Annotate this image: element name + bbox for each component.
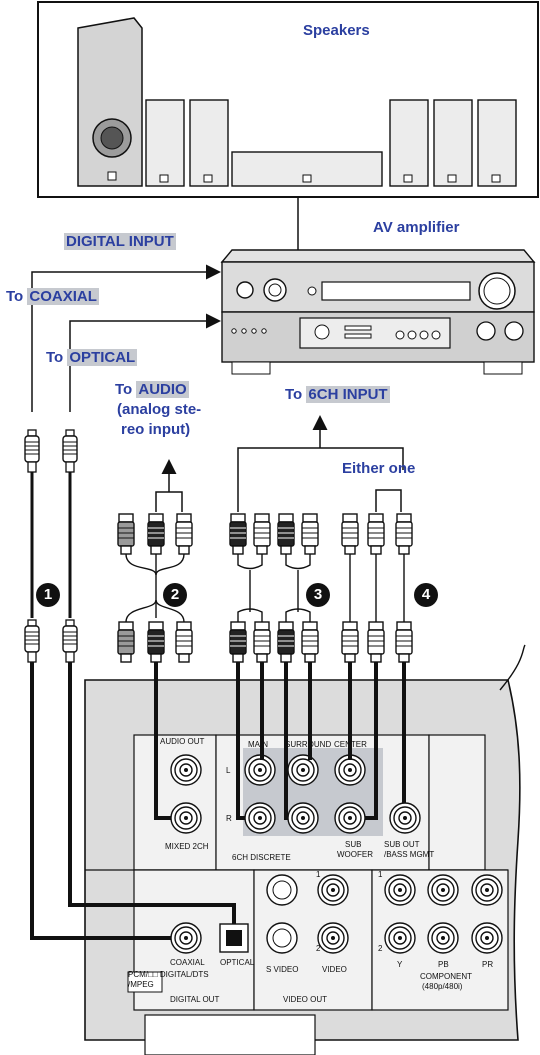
- cable-routes: [30, 662, 406, 940]
- component-label: COMPONENT: [420, 972, 472, 981]
- sixch-plug-top-1: [229, 513, 247, 555]
- optical-plug-top: [62, 429, 78, 473]
- video-out-label: VIDEO OUT: [283, 995, 328, 1004]
- speakers-label: Speakers: [303, 22, 370, 39]
- surround-speaker-2: [433, 99, 473, 187]
- component-2-label: 2: [378, 944, 383, 953]
- step-marker-1: 1: [36, 583, 60, 607]
- subwoofer-speaker: [77, 17, 143, 187]
- sub-plug-top-1: [341, 513, 359, 555]
- video-label: VIDEO: [322, 965, 347, 974]
- either-one-bracket: [375, 489, 402, 512]
- av-amplifier-label: AV amplifier: [373, 219, 460, 236]
- step-marker-3: 3: [306, 583, 330, 607]
- speakers-box: [37, 1, 539, 198]
- coaxial-jack-label: COAXIAL: [170, 958, 205, 967]
- either-one-label: Either one: [342, 460, 416, 477]
- sixch-plug-bottom-3: [277, 621, 295, 663]
- sub-plug-bottom-3: [395, 621, 413, 663]
- player-back-panel: [84, 644, 526, 1055]
- sixch-plug-bottom-2: [253, 621, 271, 663]
- sub-plug-top-3: [395, 513, 413, 555]
- step-marker-4: 4: [414, 583, 438, 607]
- analog-label-line2: reo input): [121, 421, 191, 438]
- l-label: L: [226, 766, 231, 775]
- sub-plug-bottom-2: [367, 621, 385, 663]
- audio-plug-bottom-2: [147, 621, 165, 663]
- av-amplifier-unit: [220, 249, 536, 375]
- to-audio-label: To AUDIO: [115, 381, 189, 398]
- pb-label: PB: [438, 960, 449, 969]
- sixch-plug-top-2: [253, 513, 271, 555]
- audio-plug-bottom-1: [117, 621, 135, 663]
- y-label: Y: [397, 960, 403, 969]
- component-1-label: 1: [378, 870, 383, 879]
- center-label: CENTER: [334, 740, 367, 749]
- optical-input-arrow: [69, 313, 221, 412]
- mixed-2ch-label: MIXED 2CH: [165, 842, 209, 851]
- optical-plug-bottom: [62, 619, 78, 663]
- to-optical-label: To OPTICAL: [46, 349, 138, 366]
- coaxial-input-arrow: [31, 264, 221, 412]
- surround-label: SURROUND: [285, 740, 332, 749]
- video-2-label: 2: [316, 944, 321, 953]
- six-ch-discrete-label: 6CH DISCRETE: [232, 853, 291, 862]
- audio-plug-top-1: [117, 513, 135, 555]
- audio-input-arrow: [155, 459, 183, 512]
- component-mode-label: (480p/480i): [422, 982, 463, 991]
- audio-plug-bottom-3: [175, 621, 193, 663]
- to-6ch-input-label: To 6CH INPUT: [285, 386, 390, 403]
- coaxial-plug-top: [24, 429, 40, 473]
- main-label: MAIN: [248, 740, 268, 749]
- video-1-label: 1: [316, 870, 321, 879]
- sub-label: SUB: [345, 840, 362, 849]
- step-marker-2: 2: [163, 583, 187, 607]
- woofer-label: WOOFER: [337, 850, 373, 859]
- sixch-plug-top-4: [301, 513, 319, 555]
- sub-out-label: SUB OUT: [384, 840, 420, 849]
- digital-input-label: DIGITAL INPUT: [64, 233, 176, 250]
- mpeg-label: /MPEG: [128, 980, 154, 989]
- sixch-plug-bottom-4: [301, 621, 319, 663]
- bass-mgmt-label: /BASS MGMT: [384, 850, 435, 859]
- center-speaker: [231, 151, 383, 187]
- six-ch-input-arrow: [237, 415, 404, 512]
- surround-speaker-3: [477, 99, 517, 187]
- audio-plug-top-2: [147, 513, 165, 555]
- optical-jack-label: OPTICAL: [220, 958, 255, 967]
- front-speaker-right: [189, 99, 229, 187]
- sub-plug-top-2: [367, 513, 385, 555]
- audio-plug-top-3: [175, 513, 193, 555]
- front-speaker-left: [145, 99, 185, 187]
- sixch-plug-top-3: [277, 513, 295, 555]
- pcm-label: PCM/□□ DIGITAL/DTS: [128, 970, 209, 979]
- audio-out-label: AUDIO OUT: [160, 737, 205, 746]
- sub-plug-bottom-1: [341, 621, 359, 663]
- surround-speaker-1: [389, 99, 429, 187]
- digital-out-label: DIGITAL OUT: [170, 995, 220, 1004]
- pr-label: PR: [482, 960, 494, 969]
- analog-label-line1: (analog ste-: [117, 401, 202, 418]
- s-video-label: S VIDEO: [266, 965, 299, 974]
- to-coaxial-label: To COAXIAL: [6, 288, 99, 305]
- r-label: R: [226, 814, 232, 823]
- coaxial-plug-bottom: [24, 619, 40, 663]
- sixch-plug-bottom-1: [229, 621, 247, 663]
